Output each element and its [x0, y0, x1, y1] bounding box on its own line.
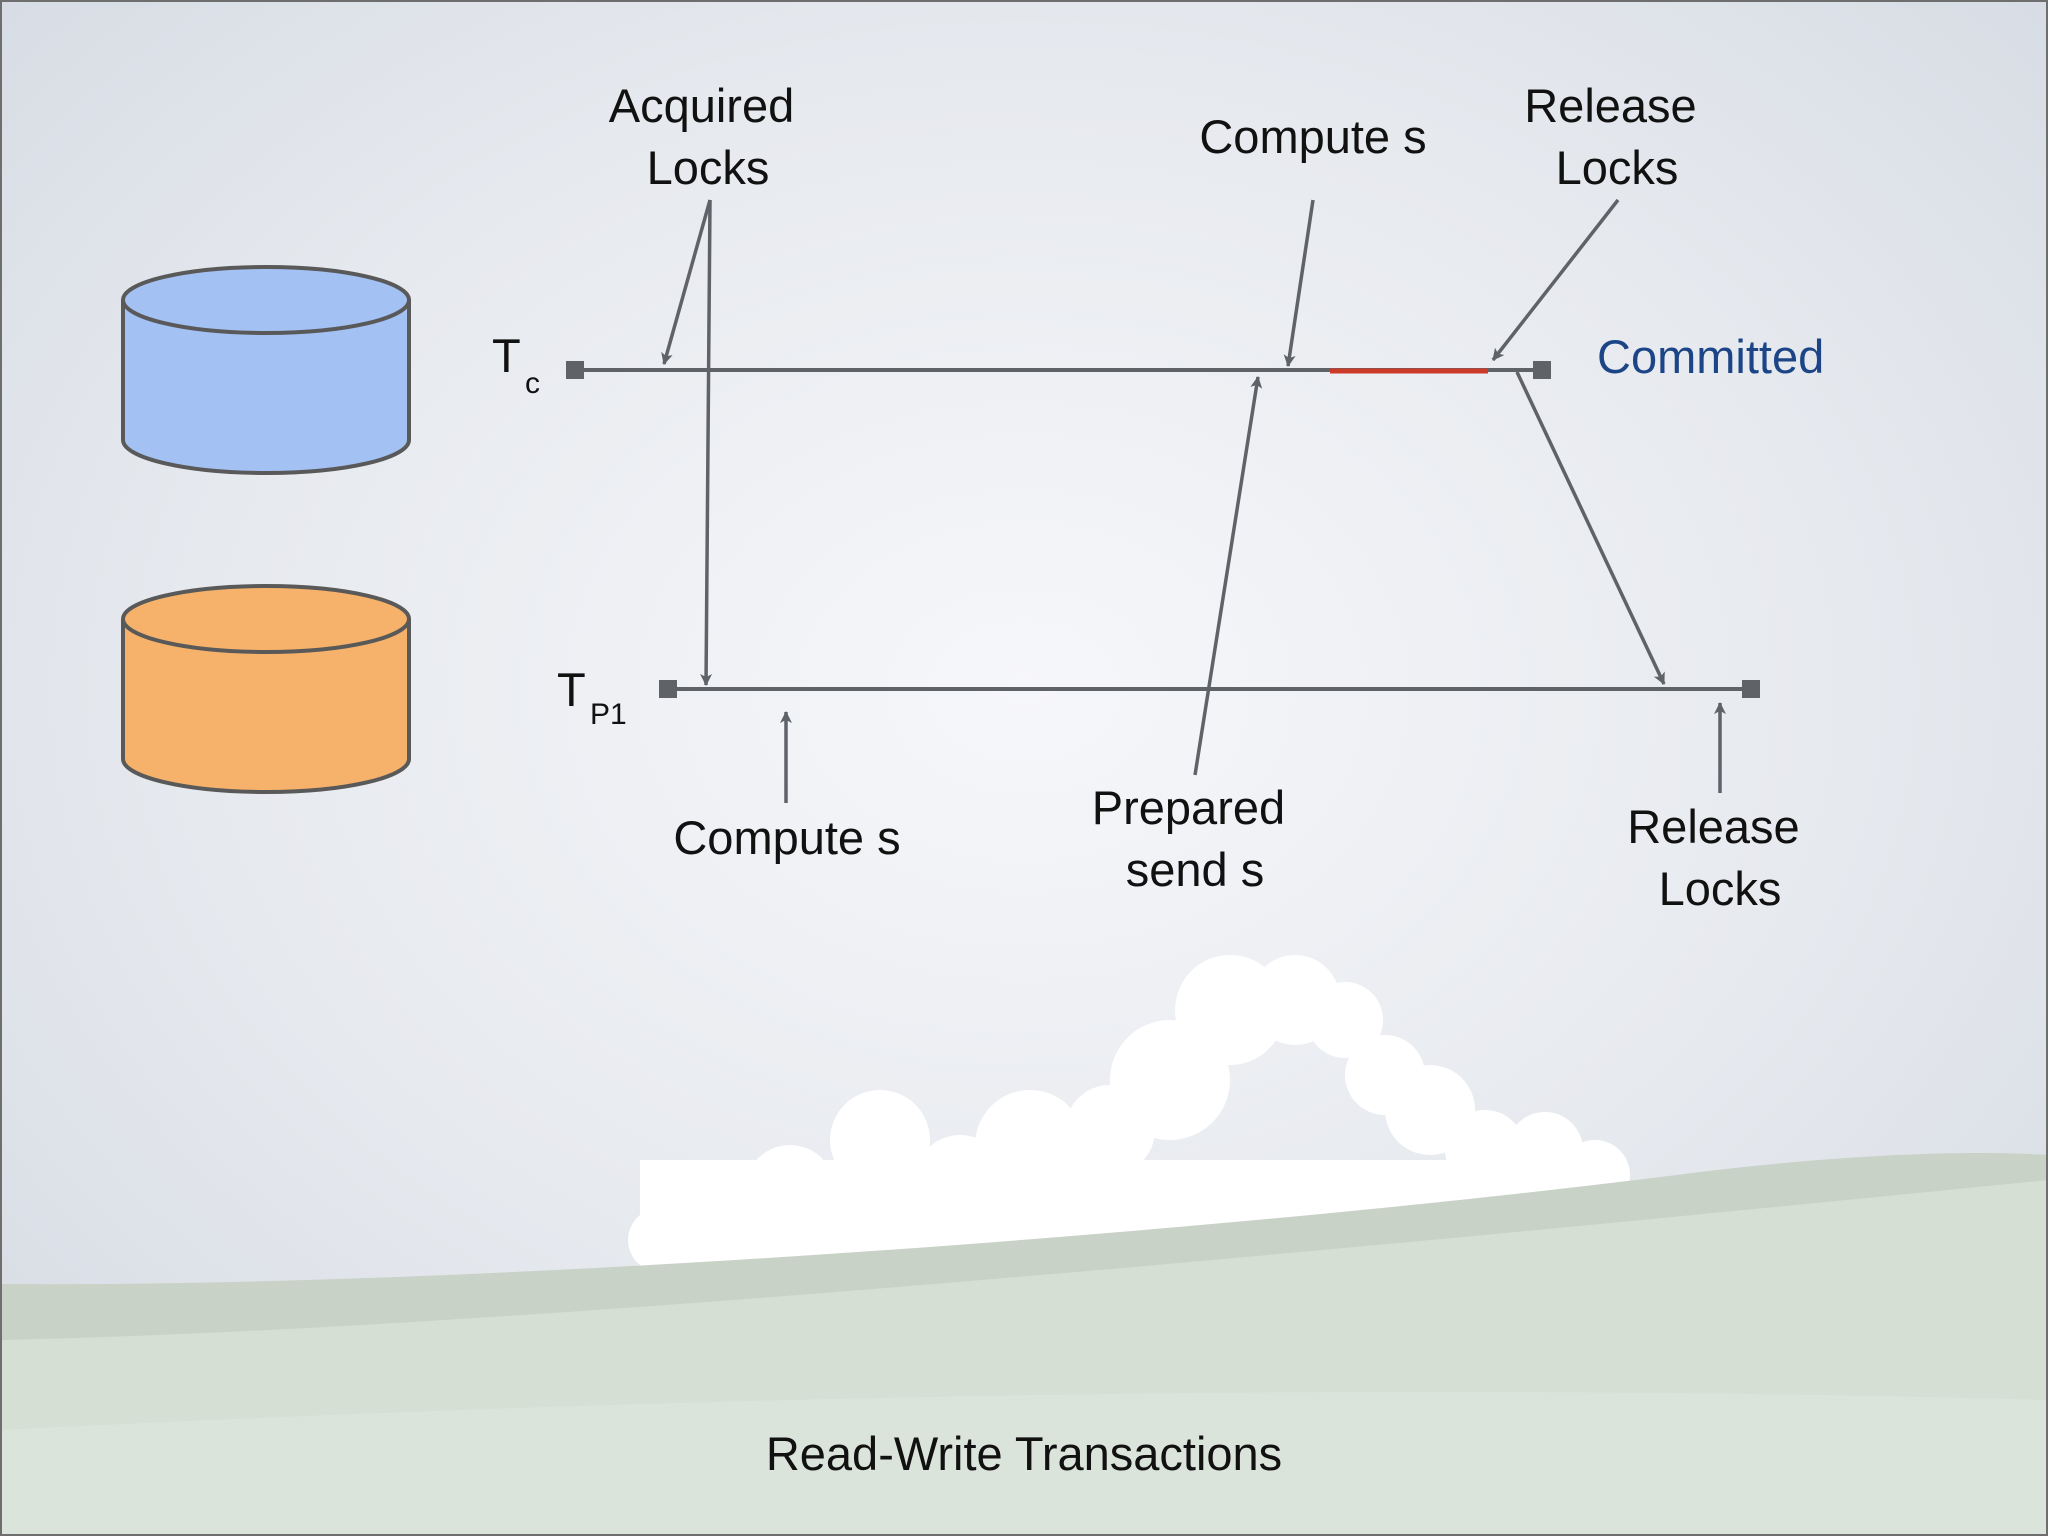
release-locks-coordinator-label: Release Locks: [1524, 79, 1710, 194]
hill-bottom: [0, 1391, 2048, 1536]
coordinator-db-top: [121, 265, 411, 335]
coordinator-db-body: [121, 300, 411, 475]
acquired-locks-label: Acquired Locks: [609, 79, 808, 194]
coordinator-label-subscript: c: [525, 367, 540, 400]
acquired-locks-arrow-coordinator: [661, 199, 712, 365]
compute-s-coordinator-label: Compute s: [1199, 110, 1426, 163]
compute-s-coordinator-arrow: [1283, 199, 1315, 367]
participant-label: T: [557, 663, 586, 716]
participant-label-subscript: P1: [590, 698, 627, 731]
prepared-send-s-arrow: [1193, 376, 1263, 776]
participant-database-icon: [121, 584, 411, 794]
committed-status: Committed: [1597, 330, 1824, 383]
prepared-send-s-label: Prepared send s: [1092, 781, 1298, 896]
slide-title: Read-Write Transactions: [766, 1427, 1282, 1480]
coordinator-label: T: [492, 329, 521, 382]
participant-db-body: [121, 619, 411, 794]
coordinator-database-icon: [121, 265, 411, 475]
participant-db-top: [121, 584, 411, 654]
release-locks-participant-label: Release Locks: [1627, 800, 1813, 915]
compute-s-participant-label: Compute s: [673, 811, 900, 864]
acquired-locks-arrow-participant: [700, 199, 713, 686]
release-locks-coordinator-arrow: [1491, 198, 1620, 362]
commit-message-arrow: [1515, 371, 1666, 685]
